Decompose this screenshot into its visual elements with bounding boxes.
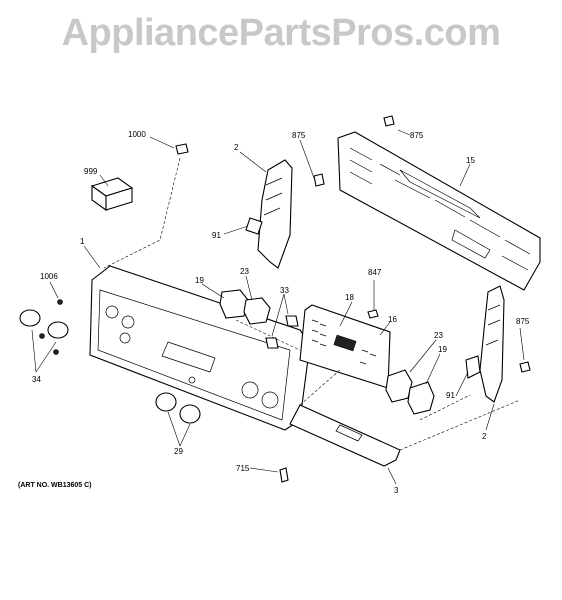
control-board-16 — [299, 304, 391, 389]
end-cap-left-2 — [245, 159, 293, 269]
end-cap-right-2 — [465, 285, 505, 403]
switch-19-right — [407, 381, 435, 415]
callout-2-top: 2 — [234, 143, 239, 152]
callout-18: 18 — [345, 293, 354, 302]
callout-34: 34 — [32, 375, 41, 384]
knobs-34 — [19, 299, 69, 355]
rear-bracket-15 — [337, 131, 541, 291]
wire-bundle-999 — [90, 177, 134, 212]
callout-labels: 1000 999 1 1006 34 2 875 875 91 15 19 23… — [18, 130, 530, 495]
callout-999: 999 — [84, 167, 98, 176]
control-panel-1 — [89, 265, 311, 431]
callout-2-right: 2 — [482, 432, 487, 441]
callout-19-left: 19 — [195, 276, 204, 285]
switch-23-left — [243, 297, 271, 325]
callout-1: 1 — [80, 237, 85, 246]
indicator-lights-33 — [265, 315, 299, 349]
callout-847: 847 — [368, 268, 382, 277]
callout-16: 16 — [388, 315, 397, 324]
callout-91-top: 91 — [212, 231, 221, 240]
screws — [175, 115, 531, 483]
knobs-29 — [155, 392, 201, 424]
switch-19-left — [219, 289, 249, 319]
callout-23-right: 23 — [434, 331, 443, 340]
callout-875-b: 875 — [410, 131, 424, 140]
callout-875-a: 875 — [292, 131, 306, 140]
callout-3: 3 — [394, 486, 399, 495]
switch-23-right — [385, 369, 413, 403]
callout-15: 15 — [466, 156, 475, 165]
watermark: AppliancePartsPros.com — [61, 12, 501, 54]
callout-1006: 1006 — [40, 272, 58, 281]
callout-91-right: 91 — [446, 391, 455, 400]
callout-875-c: 875 — [516, 317, 530, 326]
callout-33: 33 — [280, 286, 289, 295]
art-number: (ART NO. WB13605 C) — [18, 482, 92, 489]
callout-19-right: 19 — [438, 345, 447, 354]
callout-23-left: 23 — [240, 267, 249, 276]
trim-strip-3 — [289, 404, 401, 467]
leader-lines — [31, 129, 525, 485]
callout-715: 715 — [236, 464, 250, 473]
callout-29: 29 — [174, 447, 183, 456]
callout-1000: 1000 — [128, 130, 146, 139]
